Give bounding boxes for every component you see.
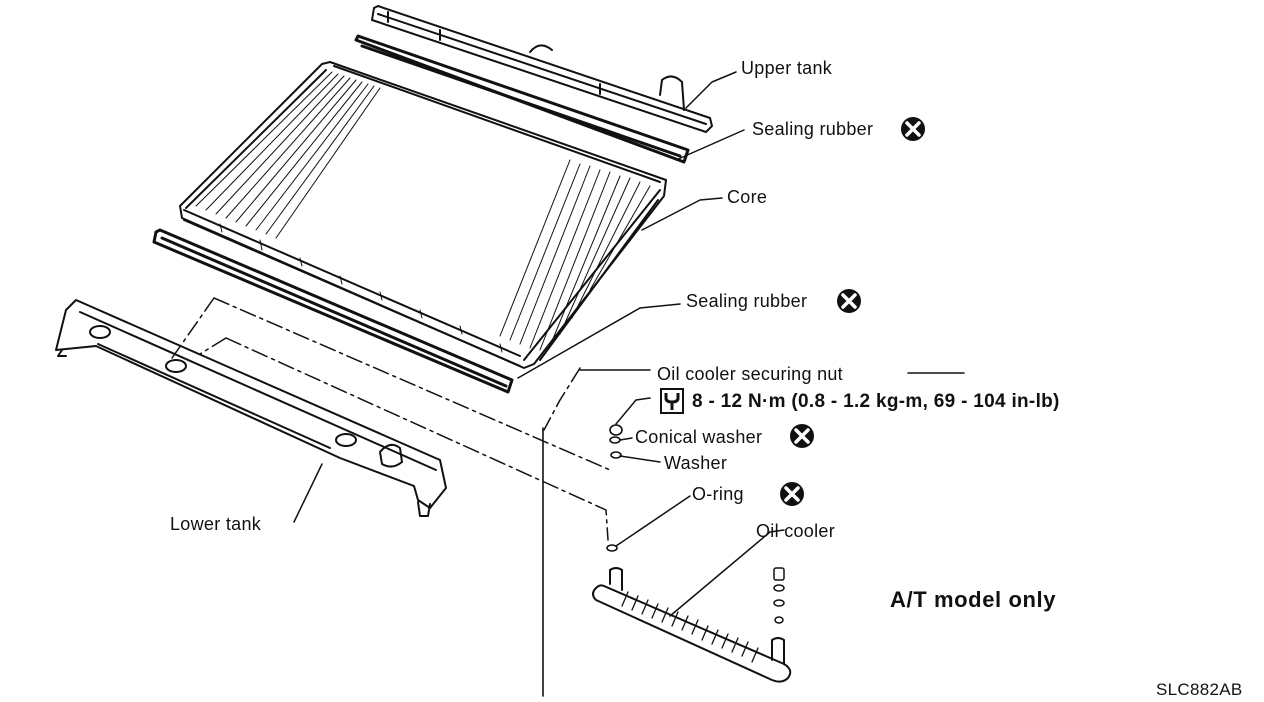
lower-tank-label: Lower tank (170, 514, 262, 534)
conical-washer-label: Conical washer (635, 427, 763, 447)
replace-circled-x-icon (790, 424, 814, 448)
lower-tank-part (55, 299, 447, 517)
alignment-lines (171, 297, 611, 541)
oil-cooler-label: Oil cooler (756, 521, 836, 541)
upper-sealing-rubber-part (354, 34, 690, 164)
upper-tank-part (371, 5, 713, 133)
washer-label: Washer (664, 453, 728, 473)
o-ring-label: O-ring (692, 484, 744, 504)
upper-tank-label: Upper tank (741, 58, 833, 78)
torque-spec-label: 8 - 12 N·m (0.8 - 1.2 kg-m, 69 - 104 in-… (692, 391, 1060, 412)
leader-lines (293, 71, 965, 617)
replace-circled-x-icon (837, 289, 861, 313)
model-note: A/T model only (890, 587, 1057, 612)
o-ring-part (606, 544, 618, 552)
upper-sealing-rubber-label: Sealing rubber (752, 119, 874, 139)
figure-code: SLC882AB (1156, 680, 1243, 699)
replace-circled-x-icon (901, 117, 925, 141)
nut-washer-stack (609, 424, 623, 459)
oil-cooler-nut-label: Oil cooler securing nut (657, 364, 843, 384)
core-part (179, 61, 667, 369)
oil-cooler-part (592, 567, 792, 683)
core-label: Core (727, 187, 768, 207)
wrench-icon (660, 388, 684, 414)
replace-circled-x-icon (780, 482, 804, 506)
lower-sealing-rubber-part (152, 228, 514, 394)
lower-sealing-rubber-label: Sealing rubber (686, 291, 808, 311)
